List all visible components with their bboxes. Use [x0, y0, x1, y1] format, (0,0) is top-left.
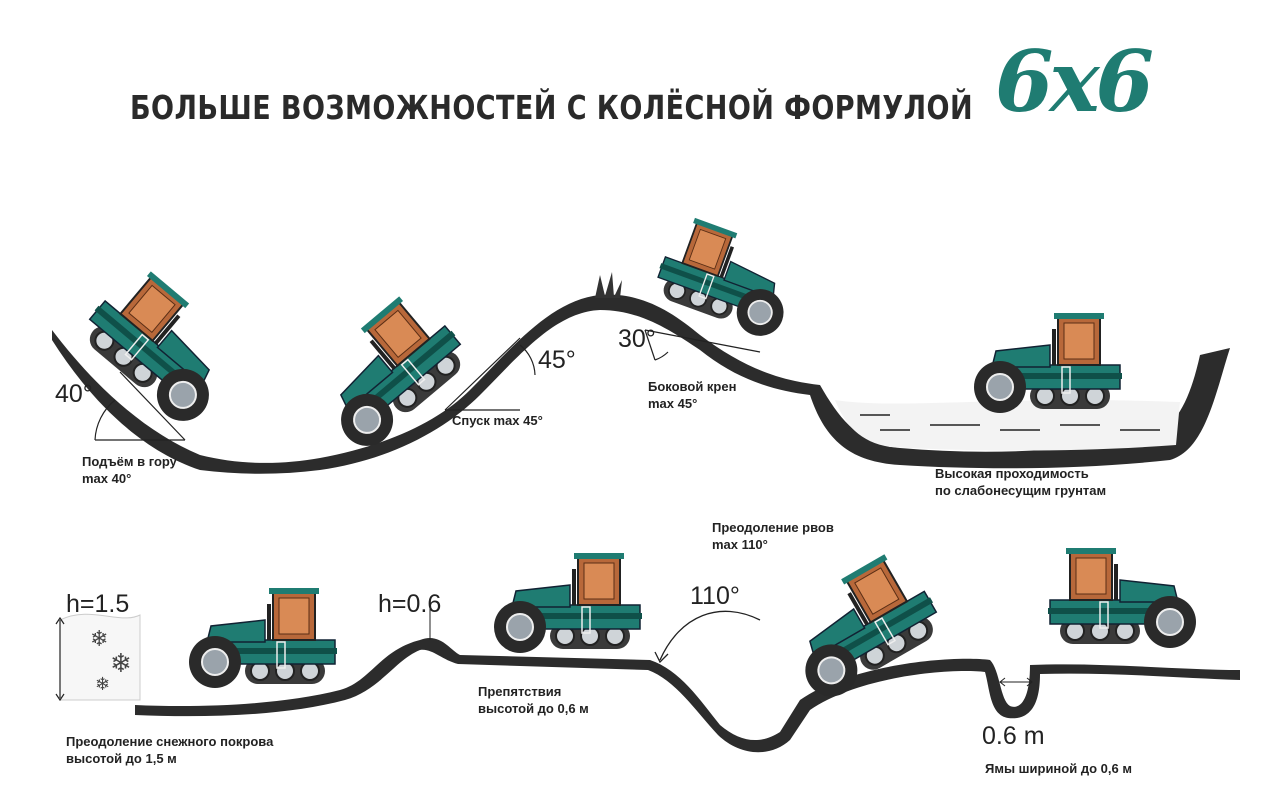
- soft-ground-caption: Высокая проходимость по слабонесущим гру…: [935, 466, 1107, 498]
- tractor-soft-ground: [973, 312, 1123, 414]
- brand-logo: 6x6: [995, 32, 1154, 131]
- tractor-snow: [188, 587, 338, 689]
- climb-caption: Подъём в гору max 40°: [82, 454, 177, 486]
- obstacle-caption: Препятствия высотой до 0,6 м: [478, 684, 589, 716]
- pit-width: 0.6 m: [982, 722, 1045, 750]
- descent-angle: 45°: [538, 346, 576, 374]
- page-title: БОЛЬШЕ ВОЗМОЖНОСТЕЙ С КОЛЁСНОЙ ФОРМУЛОЙ: [130, 88, 974, 127]
- climb-angle: 40°: [55, 380, 93, 408]
- obstacle-height: h=0.6: [378, 590, 442, 618]
- svg-text:❄: ❄: [110, 648, 132, 678]
- svg-text:❄: ❄: [95, 674, 110, 694]
- tractor-descent: [298, 283, 479, 458]
- snow-caption: Преодоление снежного покрова высотой до …: [66, 734, 274, 766]
- side-tilt-angle: 30°: [618, 325, 656, 353]
- snow-height: h=1.5: [66, 590, 130, 618]
- ditch-angle: 110°: [690, 582, 740, 610]
- ditch-caption: Преодоление рвов max 110°: [712, 520, 834, 552]
- tractor-pit: [1047, 547, 1197, 649]
- svg-text:❄: ❄: [90, 626, 108, 651]
- descent-caption: Спуск max 45°: [452, 413, 543, 428]
- tractor-obstacle: [493, 552, 643, 654]
- tractor-climb: [71, 258, 252, 433]
- side-tilt-caption: Боковой крен max 45°: [648, 379, 737, 411]
- pit-caption: Ямы шириной до 0,6 м: [985, 761, 1132, 776]
